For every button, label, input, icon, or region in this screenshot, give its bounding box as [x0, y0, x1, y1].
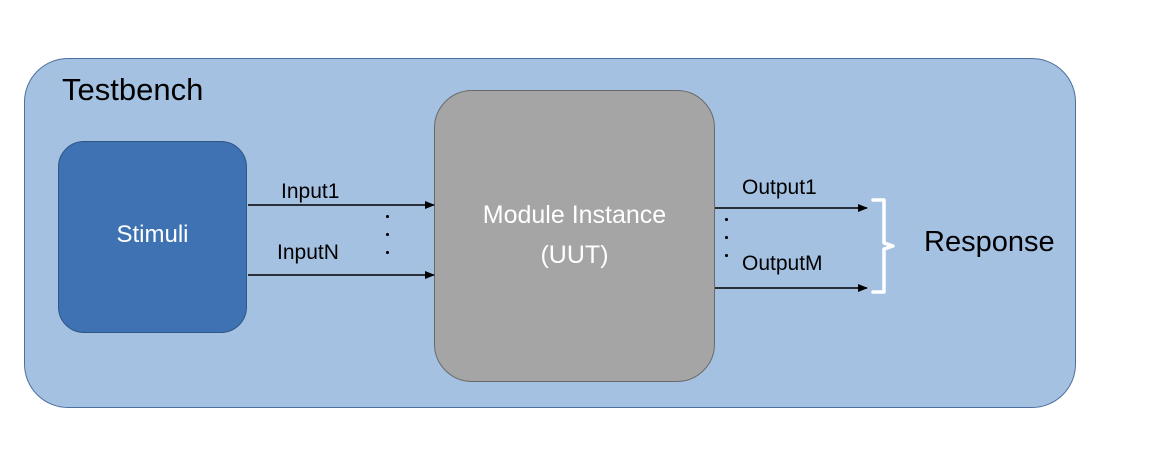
stimuli-label: Stimuli [116, 221, 189, 248]
input-ellipsis-dot [386, 215, 389, 218]
output-ellipsis-dot [725, 236, 728, 239]
inputn-label: InputN [277, 241, 339, 264]
input-ellipsis-dot [386, 233, 389, 236]
stimuli-block: Stimuli [58, 141, 247, 333]
module-label-line2: (UUT) [540, 241, 609, 269]
input-ellipsis-dot [386, 251, 389, 254]
outputm-label: OutputM [742, 252, 823, 275]
input1-label: Input1 [281, 180, 340, 203]
testbench-label: Testbench [62, 72, 204, 107]
response-brace [871, 198, 895, 294]
output-ellipsis-dot [725, 218, 728, 221]
output-ellipsis-dot [725, 254, 728, 257]
output1-label: Output1 [742, 176, 817, 199]
module-label-line1: Module Instance [482, 201, 667, 229]
response-label: Response [924, 226, 1055, 258]
module-instance-block: Module Instance (UUT) [434, 90, 715, 382]
